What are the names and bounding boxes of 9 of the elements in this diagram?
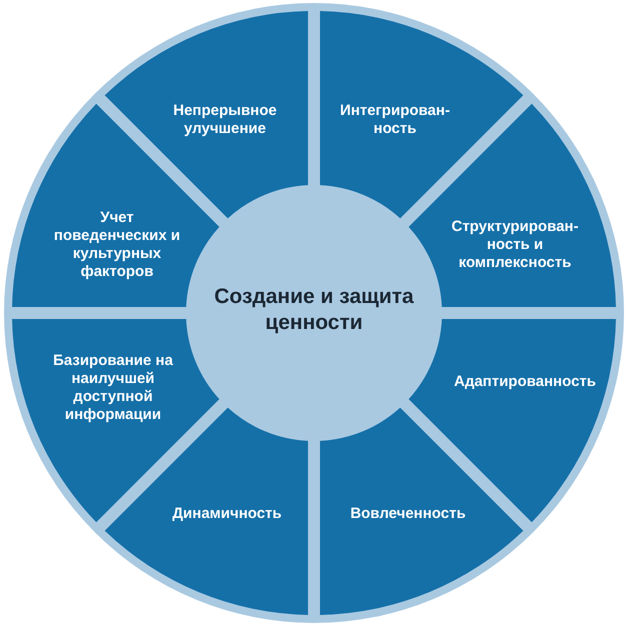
sector-label: Учет поведенческих и культурных факторов: [52, 209, 182, 281]
sector-label: Создание и защита ценности: [214, 284, 414, 336]
sector-label: Адаптированность: [454, 373, 596, 391]
sector-label: Структурирован- ность и комплексность: [450, 218, 580, 272]
sector-label: Базирование на наилучшей доступной информации: [52, 352, 174, 424]
sector-label: Интегрирован- ность: [339, 102, 451, 138]
sector-label: Непрерывное улучшение: [172, 102, 278, 138]
sector-label: Вовлеченность: [350, 505, 466, 523]
sector-label: Динамичность: [172, 505, 282, 523]
